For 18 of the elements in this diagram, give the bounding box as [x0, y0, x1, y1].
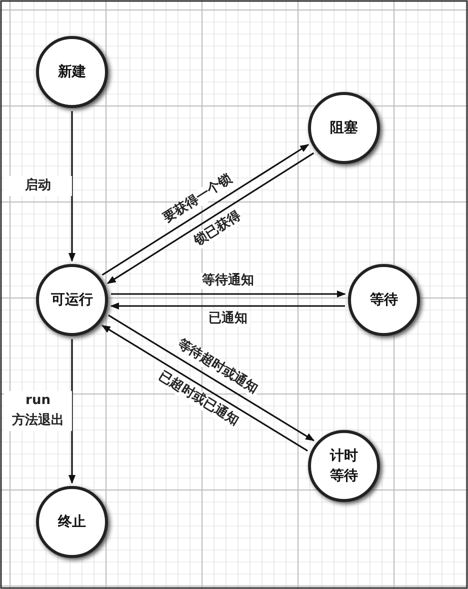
arrow [111, 290, 346, 298]
edge-label: 启动 [4, 176, 72, 196]
arrow [102, 144, 310, 276]
edge-label: run 方法退出 [4, 391, 72, 431]
state-circle: 可运行 [36, 264, 108, 336]
arrow [68, 111, 76, 262]
state-circle: 新建 [36, 36, 108, 108]
state-circle: 等待 [348, 264, 420, 336]
state-circle: 阻塞 [308, 92, 380, 164]
arrow [106, 152, 314, 284]
state-circle: 终止 [36, 486, 108, 558]
edge-label: 等待通知 [200, 273, 256, 289]
arrow [101, 324, 308, 452]
edge-label: 已通知 [206, 311, 250, 327]
state-circle: 计时等待 [308, 430, 380, 502]
arrow [68, 339, 76, 484]
arrow [108, 314, 315, 442]
arrow [110, 302, 345, 310]
